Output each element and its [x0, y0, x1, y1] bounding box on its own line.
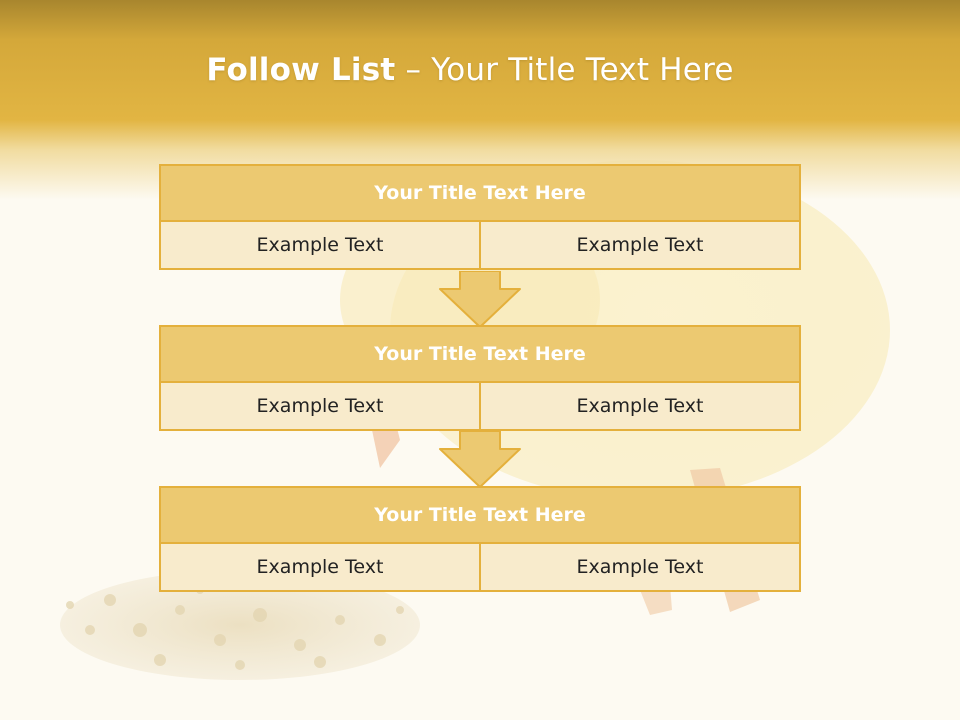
block-row: Example Text Example Text [161, 383, 799, 429]
list-block-2: Your Title Text Here Example Text Exampl… [159, 325, 801, 431]
block-row: Example Text Example Text [161, 544, 799, 590]
down-arrow-icon [439, 431, 521, 488]
block-title: Your Title Text Here [161, 327, 799, 383]
block-cell-left: Example Text [161, 222, 479, 268]
block-cell-right: Example Text [479, 544, 799, 590]
block-title: Your Title Text Here [161, 488, 799, 544]
block-cell-left: Example Text [161, 383, 479, 429]
block-cell-right: Example Text [479, 383, 799, 429]
slide-title-bold: Follow List [206, 52, 396, 88]
slide-title-rest: – Your Title Text Here [395, 52, 734, 88]
block-row: Example Text Example Text [161, 222, 799, 268]
slide-title: Follow List – Your Title Text Here [0, 52, 940, 88]
feed-pile [60, 570, 420, 680]
list-block-1: Your Title Text Here Example Text Exampl… [159, 164, 801, 270]
block-title: Your Title Text Here [161, 166, 799, 222]
block-cell-left: Example Text [161, 544, 479, 590]
block-cell-right: Example Text [479, 222, 799, 268]
down-arrow-icon [439, 271, 521, 328]
list-block-3: Your Title Text Here Example Text Exampl… [159, 486, 801, 592]
